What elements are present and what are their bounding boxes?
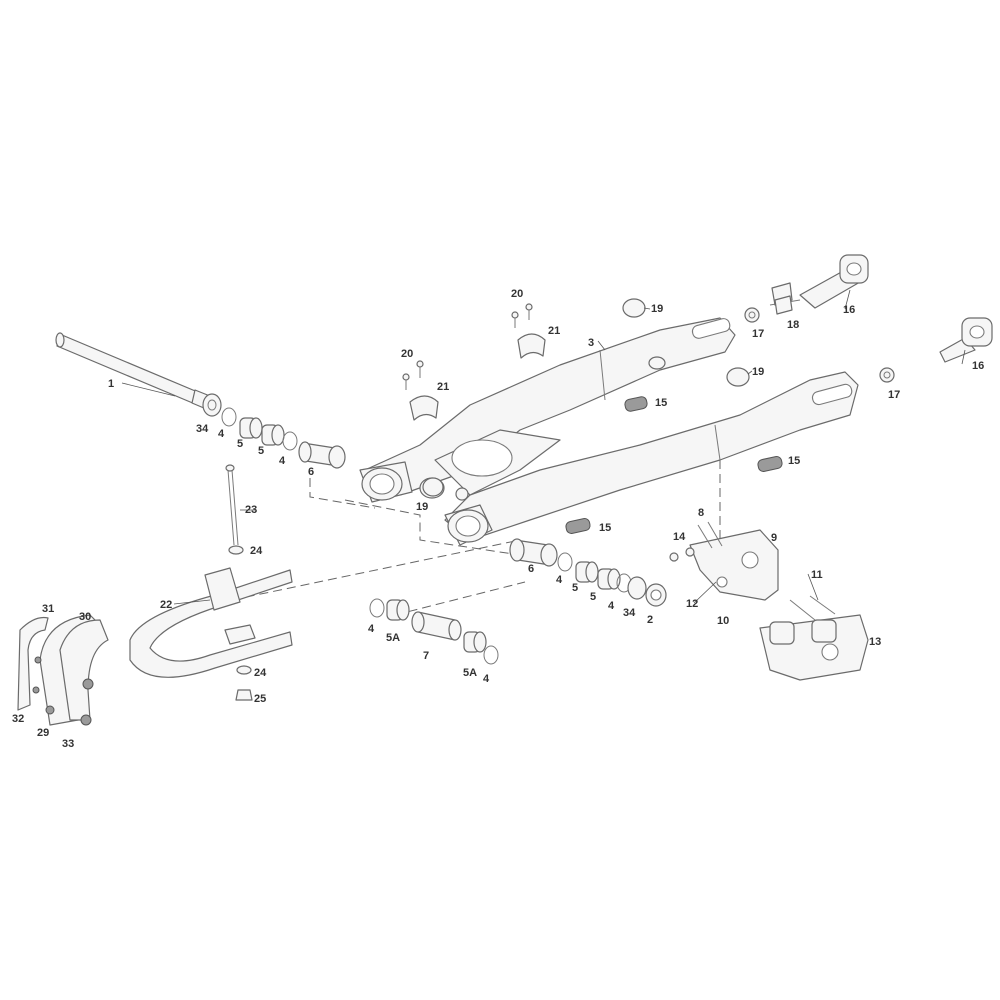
callout-5A-b: 5A <box>463 667 477 679</box>
callout-21b: 21 <box>548 325 560 337</box>
callout-5b: 5 <box>258 445 264 457</box>
chain-slider-part-22 <box>129 567 293 678</box>
callout-6a: 6 <box>308 466 314 478</box>
callout-4d: 4 <box>608 600 615 612</box>
callout-16a: 16 <box>843 304 855 316</box>
callout-30: 30 <box>79 611 91 623</box>
callout-24b: 24 <box>254 667 267 679</box>
callout-19a: 19 <box>651 303 663 315</box>
callout-3: 3 <box>588 337 594 349</box>
callout-32: 32 <box>12 713 24 725</box>
callout-19b: 19 <box>752 366 764 378</box>
swingarm-part-3 <box>359 317 859 546</box>
callout-labels: 1 2 3 4 4 4 4 4 4 5 5 5 5 5A 5A 6 6 7 8 … <box>12 288 984 750</box>
callout-29: 29 <box>37 727 49 739</box>
callout-20b: 20 <box>511 288 523 300</box>
callout-15c: 15 <box>599 522 611 534</box>
callout-7: 7 <box>423 650 429 662</box>
callout-22: 22 <box>160 599 172 611</box>
callout-9: 9 <box>771 532 777 544</box>
callout-4c: 4 <box>556 574 563 586</box>
callout-4f: 4 <box>483 673 490 685</box>
callout-31: 31 <box>42 603 54 615</box>
callout-15b: 15 <box>788 455 800 467</box>
callout-20a: 20 <box>401 348 413 360</box>
chain-guide-parts-29-33 <box>17 614 109 726</box>
callout-10: 10 <box>717 615 729 627</box>
caps-part-19 <box>422 298 750 497</box>
axle-part-1 <box>55 332 216 412</box>
callout-17b: 17 <box>888 389 900 401</box>
callout-5A-a: 5A <box>386 632 400 644</box>
left-pivot-hardware <box>202 393 346 469</box>
callout-34b: 34 <box>623 607 636 619</box>
callout-4b: 4 <box>279 455 286 467</box>
callout-21a: 21 <box>437 381 449 393</box>
callout-15a: 15 <box>655 397 667 409</box>
callout-23: 23 <box>245 504 257 516</box>
callout-25: 25 <box>254 693 266 705</box>
washers-part-17 <box>744 307 895 383</box>
callout-11: 11 <box>811 569 823 581</box>
assembly-dashed-lines <box>231 460 721 616</box>
callout-13: 13 <box>869 636 881 648</box>
brake-bracket-parts-8-14 <box>669 521 869 681</box>
bolt-part-23 <box>225 464 253 701</box>
callout-5a: 5 <box>237 438 243 450</box>
callout-17a: 17 <box>752 328 764 340</box>
callout-24a: 24 <box>250 545 263 557</box>
callout-12: 12 <box>686 598 698 610</box>
callout-8: 8 <box>698 507 704 519</box>
leader-lines <box>121 289 966 605</box>
callout-19c: 19 <box>416 501 428 513</box>
callout-6b: 6 <box>528 563 534 575</box>
clamps-part-20-21 <box>402 303 546 421</box>
clip-part-18 <box>771 282 793 315</box>
rubber-pads-part-15 <box>565 396 783 534</box>
callout-18: 18 <box>787 319 799 331</box>
callout-33: 33 <box>62 738 74 750</box>
callout-2: 2 <box>647 614 653 626</box>
center-sleeve-hardware <box>369 598 499 665</box>
chain-adjusters-part-16 <box>769 254 993 363</box>
callout-4e: 4 <box>368 623 375 635</box>
callout-1: 1 <box>108 378 114 390</box>
callout-5d: 5 <box>590 591 596 603</box>
callout-34a: 34 <box>196 423 209 435</box>
right-pivot-hardware <box>509 538 667 607</box>
callout-4a: 4 <box>218 428 225 440</box>
callout-14: 14 <box>673 531 686 543</box>
callout-5c: 5 <box>572 582 578 594</box>
callout-16b: 16 <box>972 360 984 372</box>
